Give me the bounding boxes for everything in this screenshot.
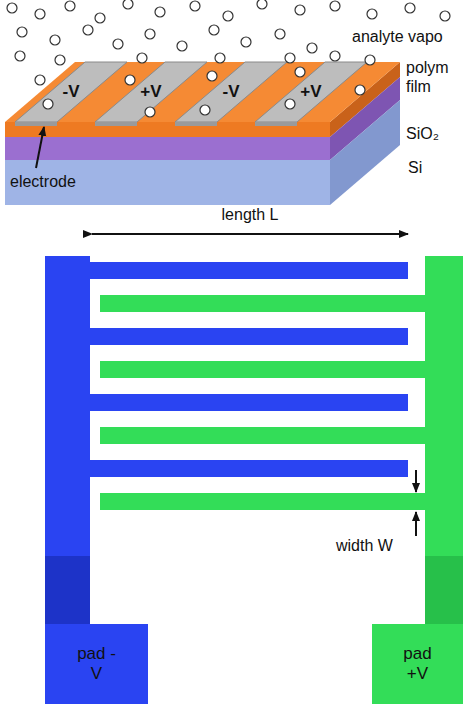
analyte-molecule <box>35 9 45 19</box>
part-label: electrode <box>10 172 76 191</box>
finger-plus <box>100 361 425 378</box>
comb-spine-right <box>425 256 463 556</box>
finger-plus <box>100 493 425 510</box>
analyte-molecule <box>440 11 450 21</box>
analyte-molecule <box>330 1 340 11</box>
analyte-molecule <box>285 53 295 63</box>
comb-spine-left <box>45 256 90 556</box>
width-arrow <box>415 470 417 492</box>
analyte-molecules <box>7 0 450 117</box>
analyte-molecule <box>330 51 340 61</box>
electrode-strip-edge <box>15 122 57 126</box>
dimension-label: length L <box>222 205 279 224</box>
analyte-molecule <box>7 3 17 13</box>
sensor-slab <box>5 62 400 205</box>
analyte-molecule <box>365 55 375 65</box>
analyte-molecule <box>15 51 25 61</box>
analyte-label: analyte vapo <box>352 27 443 46</box>
analyte-molecule <box>241 37 251 47</box>
analyte-molecule <box>55 55 65 65</box>
analyte-molecule <box>43 99 53 109</box>
analyte-molecule <box>145 29 155 39</box>
comb-spine-left <box>45 556 90 624</box>
electrode-label-text: +V <box>140 82 161 102</box>
finger-plus <box>100 295 425 312</box>
contact-pad: pad -V <box>45 624 148 704</box>
electrode-label-text: +V <box>300 82 321 102</box>
si-side <box>330 100 400 205</box>
analyte-molecule <box>145 107 155 117</box>
finger-minus <box>90 262 408 279</box>
electrode-label: -V <box>60 81 83 103</box>
finger-minus <box>90 460 408 477</box>
contact-pad-text: pad +V <box>398 644 438 684</box>
si-layer <box>5 160 330 205</box>
width-arrow <box>415 512 417 536</box>
analyte-molecule <box>367 9 377 19</box>
finger-minus <box>90 394 408 411</box>
electrode-strip <box>255 62 367 122</box>
analyte-molecule <box>295 5 305 15</box>
electrode-strip-edge <box>255 122 297 126</box>
electrode-strips <box>15 62 367 126</box>
analyte-molecule <box>295 67 305 77</box>
analyte-molecule <box>113 39 123 49</box>
analyte-molecule <box>285 99 295 109</box>
dimension-label: width W <box>334 536 395 555</box>
electrode-strip-edge <box>175 122 217 126</box>
electrode-label: -V <box>220 81 243 103</box>
layer-label: polym film <box>406 58 456 96</box>
analyte-molecule <box>355 85 365 95</box>
electrode-label-text: -V <box>63 82 80 102</box>
electrode-label-text: -V <box>223 82 240 102</box>
analyte-molecule <box>65 1 75 11</box>
analyte-molecule <box>405 3 415 13</box>
sio2-layer <box>5 137 330 160</box>
electrode-strip-edge <box>95 122 137 126</box>
analyte-molecule <box>200 105 210 115</box>
analyte-molecule <box>50 35 60 45</box>
analyte-molecule <box>155 7 165 17</box>
analyte-molecule <box>95 13 105 23</box>
analyte-molecule <box>83 25 93 35</box>
analyte-molecule <box>275 29 285 39</box>
analyte-molecule <box>209 25 219 35</box>
analyte-molecule <box>215 53 225 63</box>
layer-label: SiO₂ <box>406 124 439 143</box>
polymer-film-top <box>5 62 400 122</box>
finger-plus <box>100 427 425 444</box>
analyte-molecule <box>125 75 135 85</box>
analyte-molecule <box>17 27 27 37</box>
finger-minus <box>90 328 408 345</box>
polymer-film-front <box>5 122 330 137</box>
analyte-molecule <box>35 75 45 85</box>
electrode-fingers <box>90 262 425 510</box>
layer-label: Si <box>408 158 422 177</box>
electrode-label: +V <box>297 81 324 103</box>
analyte-molecule <box>307 43 317 53</box>
analyte-molecule <box>207 71 217 81</box>
contact-pad: pad +V <box>372 624 463 704</box>
analyte-molecule <box>137 53 147 63</box>
analyte-molecule <box>177 41 187 51</box>
comb-spine-right <box>425 556 463 624</box>
analyte-molecule <box>223 11 233 21</box>
contact-pad-text: pad -V <box>77 644 117 684</box>
analyte-molecule <box>190 1 200 11</box>
electrode-label: +V <box>137 81 164 103</box>
analyte-molecule <box>123 0 133 9</box>
analyte-molecule <box>257 0 267 9</box>
length-arrow <box>92 233 408 235</box>
electrode-pointer <box>36 127 44 168</box>
